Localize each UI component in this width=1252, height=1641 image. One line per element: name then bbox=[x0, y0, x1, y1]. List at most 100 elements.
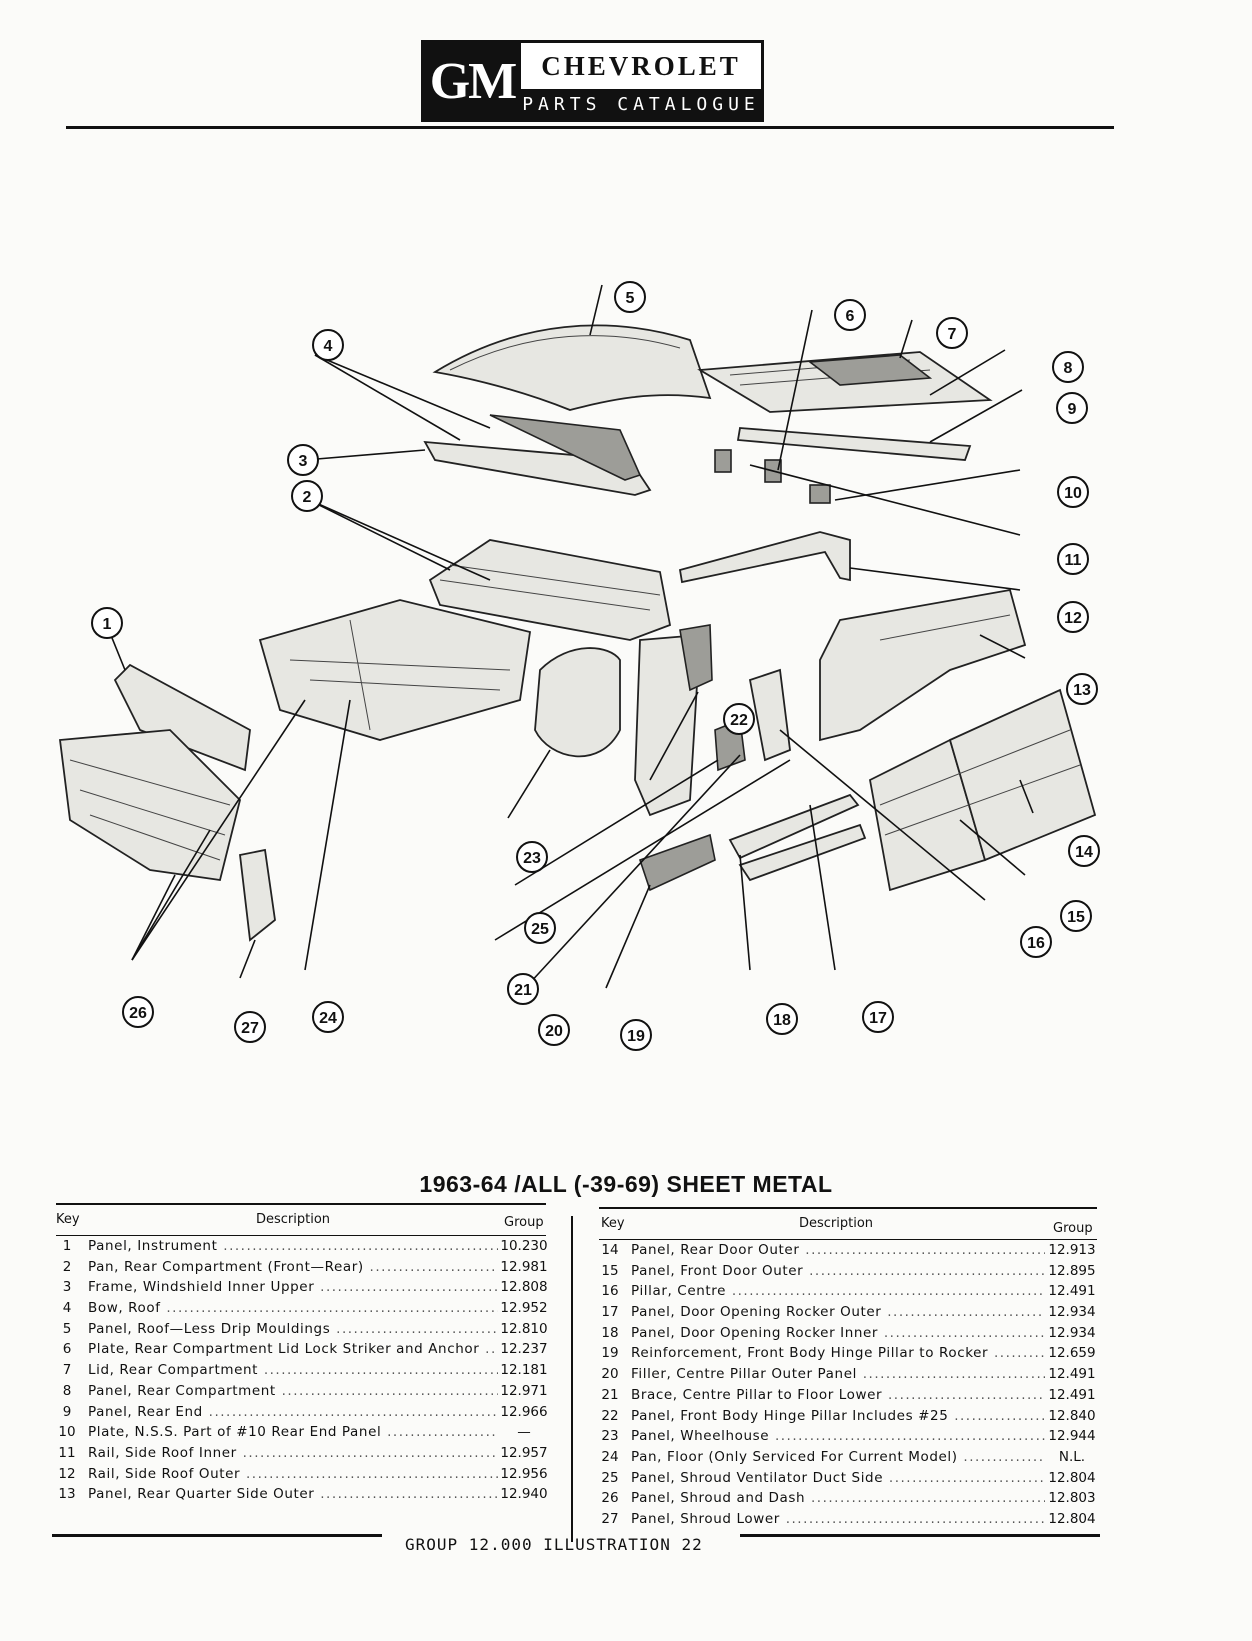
part-group: 12.810 bbox=[498, 1318, 550, 1340]
part-group: 12.934 bbox=[1045, 1322, 1099, 1344]
part-key: 13 bbox=[58, 1486, 76, 1503]
svg-text:22: 22 bbox=[730, 712, 748, 729]
part-key: 20 bbox=[601, 1366, 619, 1383]
callout-27: 27 bbox=[234, 1011, 266, 1043]
part-key: 1 bbox=[62, 1238, 72, 1254]
callout-3: 3 bbox=[287, 444, 319, 476]
callout-17: 17 bbox=[862, 1001, 894, 1033]
callout-12: 12 bbox=[1057, 601, 1089, 633]
group-header: Group bbox=[504, 1215, 544, 1230]
svg-text:13: 13 bbox=[1073, 682, 1091, 699]
brand-name: CHEVROLET bbox=[541, 50, 741, 81]
callout-11: 11 bbox=[1057, 543, 1089, 575]
part-key: 18 bbox=[601, 1324, 619, 1341]
rear-compartment-pan-part bbox=[428, 539, 672, 641]
part-description: Panel, Shroud Ventilator Duct Side bbox=[631, 1468, 1059, 1489]
callout-25: 25 bbox=[524, 912, 556, 944]
callout-4: 4 bbox=[312, 329, 344, 361]
svg-text:23: 23 bbox=[523, 850, 541, 867]
callout-9: 9 bbox=[1056, 392, 1088, 424]
header-rule bbox=[66, 126, 1114, 129]
part-group: — bbox=[498, 1422, 550, 1443]
part-description: Panel, Shroud and Dash bbox=[631, 1488, 1059, 1509]
group-header: Group bbox=[1053, 1221, 1093, 1236]
part-key: 8 bbox=[62, 1382, 72, 1399]
part-description: Reinforcement, Front Body Hinge Pillar t… bbox=[631, 1343, 1059, 1364]
shroud-lower-part bbox=[239, 848, 276, 942]
part-group: 12.913 bbox=[1045, 1240, 1099, 1261]
part-group: 10.230 bbox=[498, 1236, 550, 1257]
part-key: 26 bbox=[601, 1490, 619, 1507]
part-description: Panel, Rear Quarter Side Outer bbox=[88, 1484, 506, 1505]
svg-text:15: 15 bbox=[1067, 909, 1085, 926]
part-key: 16 bbox=[601, 1283, 619, 1300]
callout-19: 19 bbox=[620, 1019, 652, 1051]
rear-end-plate-part bbox=[809, 484, 831, 504]
svg-text:6: 6 bbox=[846, 308, 855, 325]
part-description: Pillar, Centre bbox=[631, 1281, 1059, 1302]
part-description: Panel, Rear End bbox=[88, 1402, 506, 1423]
svg-text:18: 18 bbox=[773, 1012, 791, 1029]
roof-panel-part bbox=[432, 324, 712, 411]
part-group: N.L. bbox=[1045, 1446, 1099, 1468]
svg-text:1: 1 bbox=[103, 616, 112, 633]
part-description: Rail, Side Roof Inner bbox=[88, 1443, 506, 1464]
part-group: 12.804 bbox=[1045, 1467, 1099, 1489]
key-header: Key bbox=[56, 1212, 80, 1227]
svg-text:21: 21 bbox=[514, 982, 532, 999]
key-header: Key bbox=[601, 1216, 625, 1231]
part-description: Filler, Centre Pillar Outer Panel bbox=[631, 1364, 1059, 1385]
part-description: Pan, Floor (Only Serviced For Current Mo… bbox=[631, 1447, 1059, 1468]
part-description: Panel, Shroud Lower bbox=[631, 1509, 1059, 1530]
part-description: Lid, Rear Compartment bbox=[88, 1360, 506, 1381]
part-description: Rail, Side Roof Outer bbox=[88, 1464, 506, 1485]
part-key: 21 bbox=[601, 1386, 619, 1403]
part-key: 27 bbox=[601, 1510, 619, 1527]
part-group: 12.804 bbox=[1045, 1508, 1099, 1530]
callout-6: 6 bbox=[834, 299, 866, 331]
svg-text:19: 19 bbox=[627, 1028, 645, 1045]
bottom-rule bbox=[52, 1534, 382, 1537]
part-description: Bow, Roof bbox=[88, 1298, 506, 1319]
table-row: 26 Panel, Shroud and Dash12.803 bbox=[599, 1488, 1099, 1509]
chevrolet-parts-logo: GM CHEVROLET PARTS CATALOGUE bbox=[421, 40, 764, 122]
part-description: Panel, Front Door Outer bbox=[631, 1261, 1059, 1282]
svg-text:3: 3 bbox=[299, 453, 308, 470]
part-group: 12.971 bbox=[498, 1380, 550, 1402]
table-row: 8 Panel, Rear Compartment12.971 bbox=[56, 1380, 550, 1402]
part-group: 12.808 bbox=[498, 1277, 550, 1299]
callout-14: 14 bbox=[1068, 835, 1100, 867]
part-key: 5 bbox=[62, 1320, 72, 1337]
svg-text:26: 26 bbox=[129, 1005, 147, 1022]
callout-15: 15 bbox=[1060, 900, 1092, 932]
part-description: Panel, Rear Compartment bbox=[88, 1381, 506, 1402]
side-roof-rail-part bbox=[678, 531, 851, 584]
part-key: 3 bbox=[62, 1279, 72, 1296]
part-group: 12.491 bbox=[1045, 1384, 1099, 1406]
svg-text:10: 10 bbox=[1064, 485, 1082, 502]
section-title: 1963-64 /ALL (-39-69) SHEET METAL bbox=[419, 1171, 833, 1197]
part-group: 12.944 bbox=[1045, 1426, 1099, 1447]
shroud-dash-part bbox=[58, 729, 241, 882]
callout-16: 16 bbox=[1020, 926, 1052, 958]
part-group: 12.934 bbox=[1045, 1302, 1099, 1323]
gm-logo: GM bbox=[424, 43, 521, 119]
part-group: 12.803 bbox=[1045, 1488, 1099, 1509]
part-key: 23 bbox=[601, 1428, 619, 1445]
part-group: 12.237 bbox=[498, 1339, 550, 1361]
page-footer: GROUP 12.000 ILLUSTRATION 22 bbox=[405, 1535, 703, 1554]
part-description: Panel, Door Opening Rocker Inner bbox=[631, 1323, 1059, 1344]
table-divider bbox=[571, 1216, 573, 1542]
part-group: 12.957 bbox=[498, 1442, 550, 1464]
